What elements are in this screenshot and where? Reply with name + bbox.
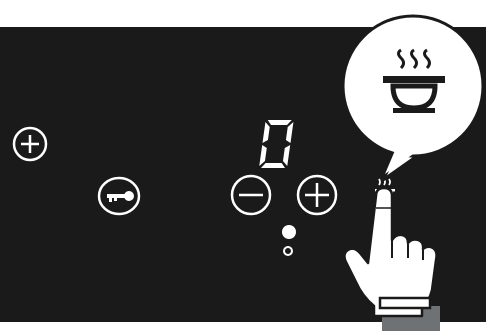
plus-circle-icon	[12, 126, 48, 162]
lock-button[interactable]	[97, 175, 143, 215]
pointing-hand-icon	[352, 188, 442, 331]
magnified-callout	[341, 14, 485, 184]
plus-button[interactable]	[296, 174, 338, 216]
minus-button[interactable]	[230, 174, 272, 216]
digit-0	[256, 118, 302, 170]
plus-circle-icon	[296, 174, 338, 216]
key-icon	[97, 175, 143, 215]
zone-indicator-on	[282, 225, 296, 239]
minus-circle-icon	[230, 174, 272, 216]
zone-indicator-off	[283, 246, 293, 256]
power-plus-button[interactable]	[12, 126, 48, 162]
steaming-pot-icon	[381, 50, 447, 114]
power-level-display: 0	[256, 118, 302, 170]
pointing-hand	[352, 188, 442, 331]
